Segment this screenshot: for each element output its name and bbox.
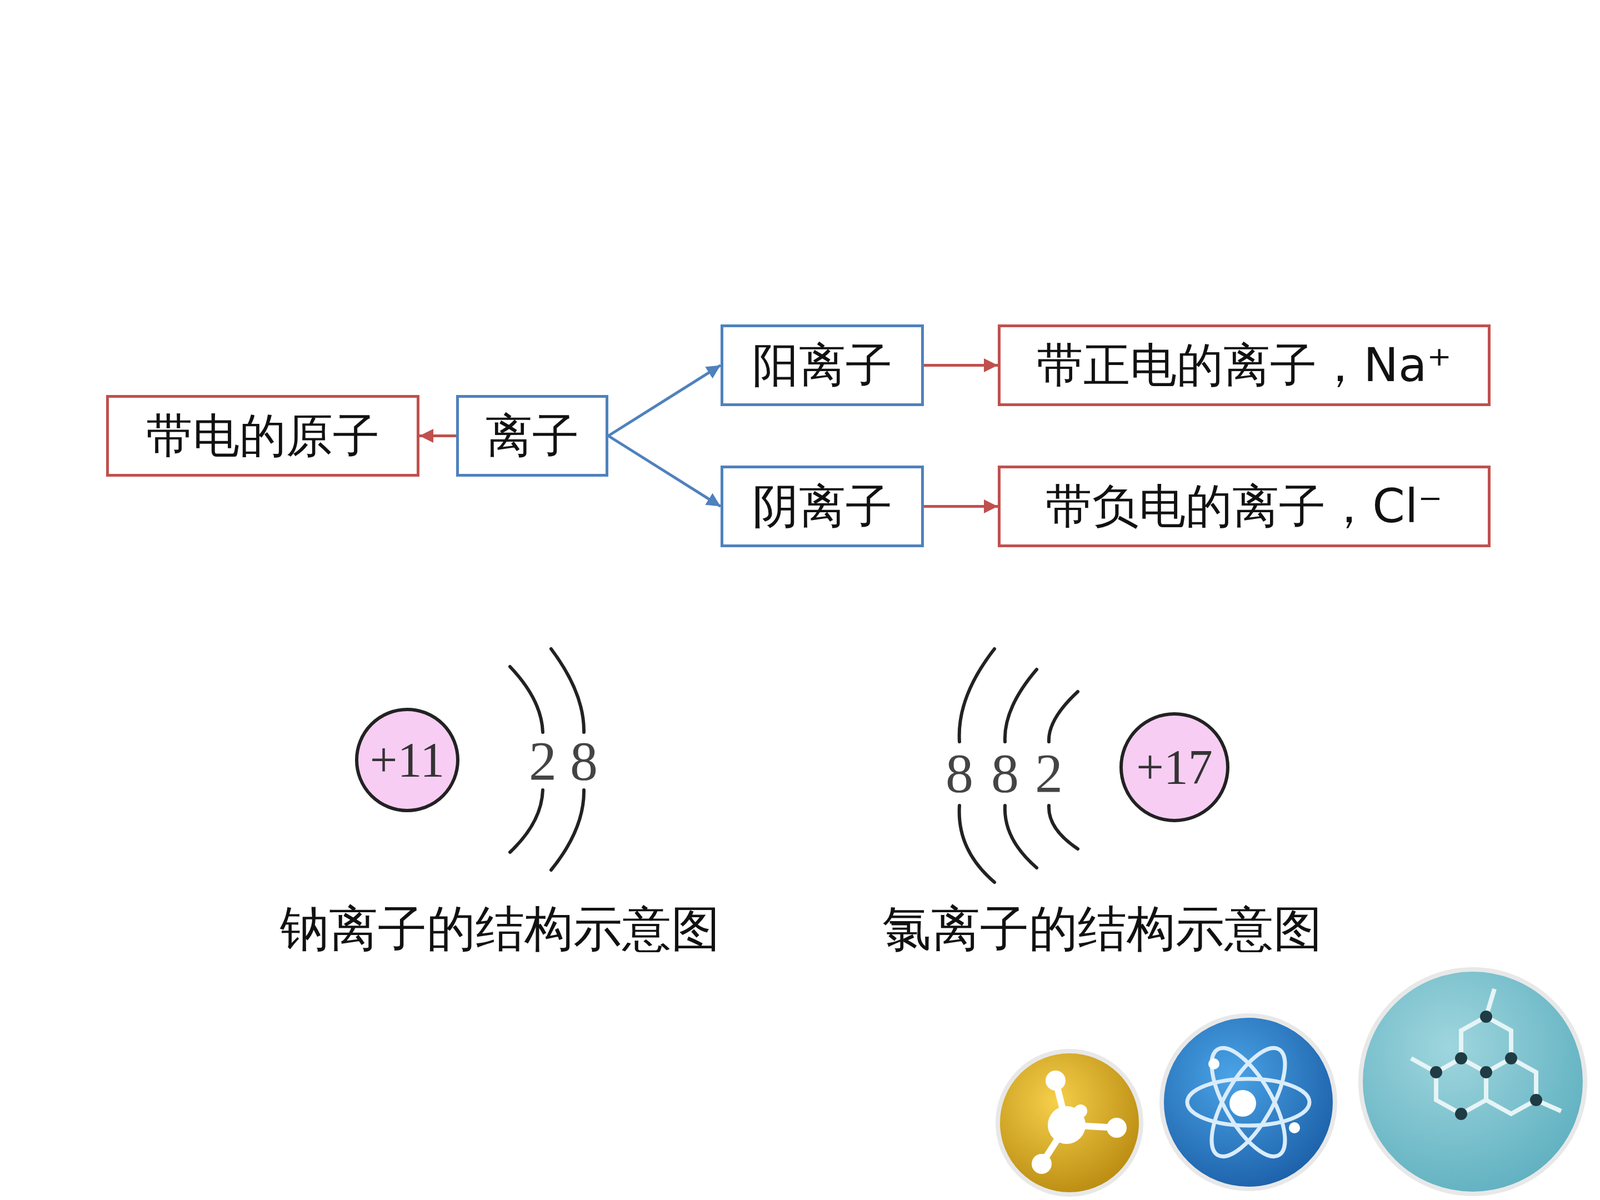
electron-count: 8 [945,745,974,802]
icon-disc [1161,1015,1335,1189]
box-label: 离子 [485,410,579,462]
electron-count: 2 [528,733,557,789]
icon-orbits [1187,1037,1310,1168]
shell-arc [1005,805,1037,868]
shell-arc [510,666,543,733]
shell-arc [551,648,584,733]
nuclear-charge: +11 [370,733,445,788]
electron-shells [959,648,1078,883]
connector-arrow [923,505,998,508]
electron-count: 2 [1035,745,1063,802]
icon-atoms [1031,1070,1127,1174]
connector-arrow [419,434,457,438]
definition-box: 带电的原子 [106,395,420,477]
hexagon-icon [1360,969,1585,1194]
icon-electron [1288,1122,1300,1134]
icon-rings [1411,988,1562,1114]
connector-arrow [608,365,721,437]
figure-caption: 钠离子的结构示意图 [280,904,720,954]
molecule-icon [997,1051,1142,1195]
box-label: 带负电的离子，Cl⁻ [1045,480,1443,532]
box-label: 带电的原子 [146,410,380,462]
nucleus-shape [356,709,458,811]
shell-arc [959,648,995,742]
definition-box: 带负电的离子，Cl⁻ [997,465,1491,548]
electron-count: 8 [991,745,1019,802]
nuclear-charge: +17 [1136,740,1213,795]
shell-arc [1048,805,1078,849]
atom-icon [1161,1015,1335,1189]
concept-box: 阳离子 [720,324,924,407]
box-label: 带正电的离子，Na⁺ [1036,339,1452,391]
definition-box: 带正电的离子，Na⁺ [997,324,1491,407]
shell-arc [959,805,995,883]
shell-arc [510,790,543,853]
nucleus-circle: +17 [1118,711,1231,824]
electron-count: 8 [570,733,598,789]
box-label: 阴离子 [752,480,893,532]
shell-arc [1048,691,1078,742]
nucleus-shape [1121,713,1228,821]
icon-nucleus [1229,1090,1257,1117]
icon-bonds [1041,1080,1117,1164]
shell-arc [1005,669,1037,742]
box-label: 阳离子 [752,339,893,391]
nucleus-circle: +11 [353,706,461,814]
shell-arc [551,790,584,870]
icon-electron [1208,1058,1220,1070]
concept-box: 离子 [456,395,609,477]
icon-vertices [1430,1010,1543,1120]
icon-disc [1360,969,1585,1194]
connector-arrow [923,363,998,367]
concept-box: 阴离子 [720,465,924,548]
icon-disc [997,1051,1142,1195]
connector-arrow [608,436,721,507]
figure-caption: 氯离子的结构示意图 [882,904,1323,954]
